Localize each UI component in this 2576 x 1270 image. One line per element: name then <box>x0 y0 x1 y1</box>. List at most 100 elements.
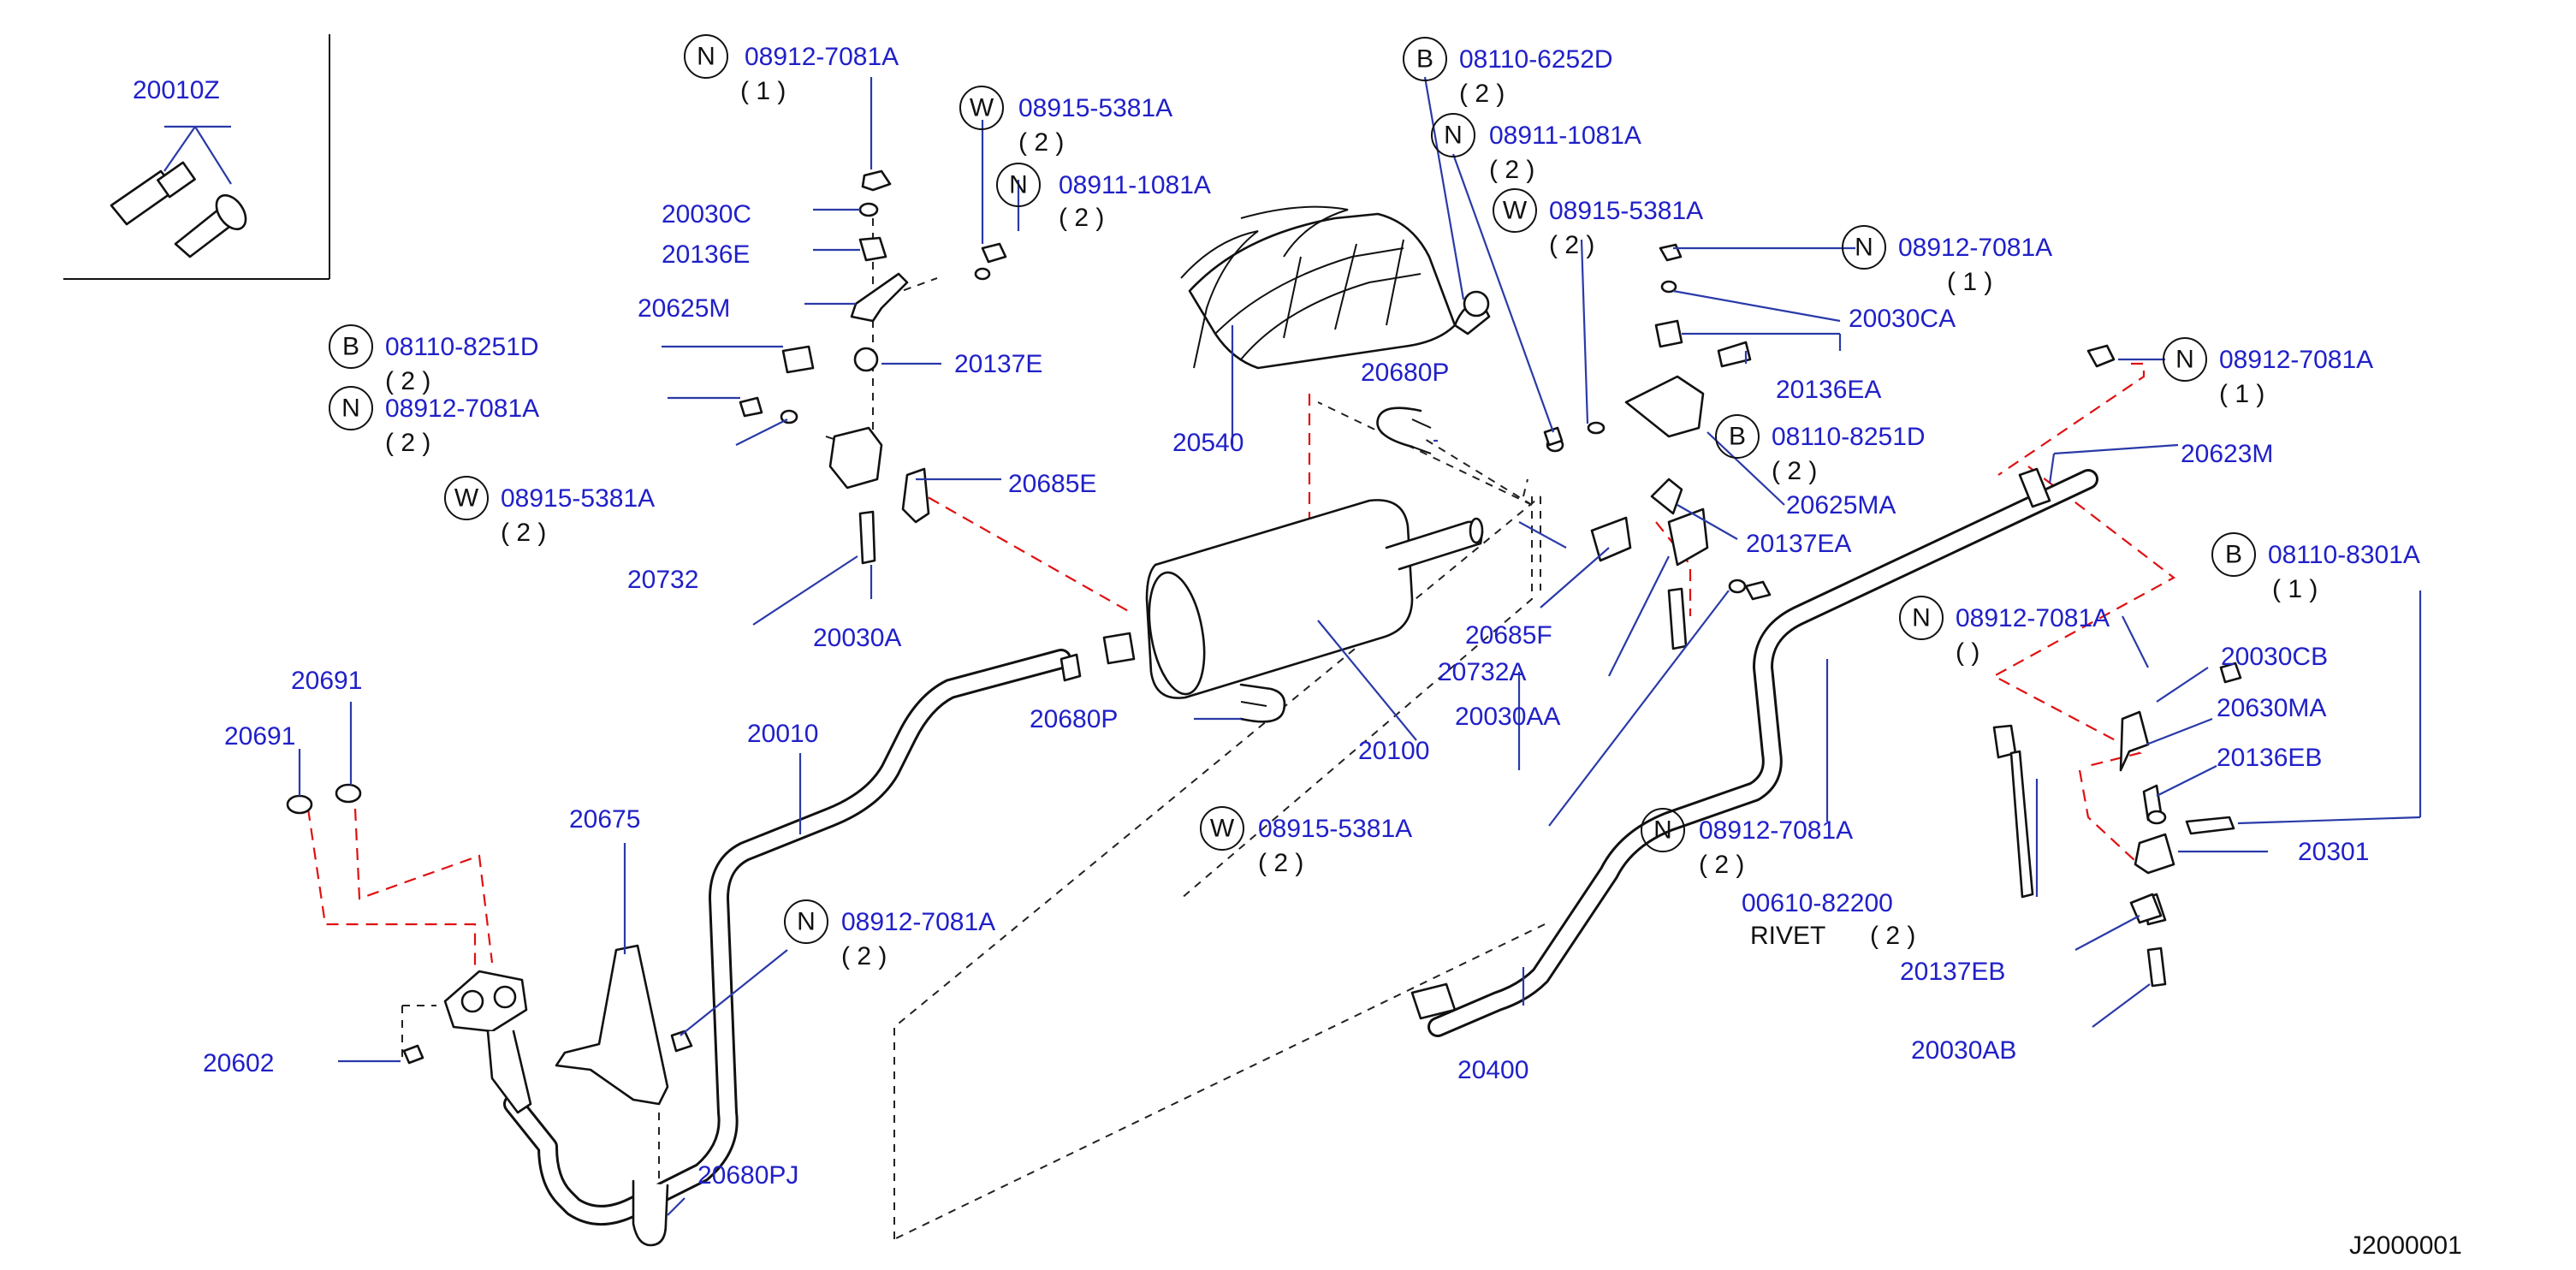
callout-c43-qty: ( 1 ) <box>2219 380 2264 408</box>
heat-shield-20540 <box>1180 205 1491 370</box>
callout-c01-part: 20010Z <box>133 76 220 104</box>
callout-c30-part: 08912-7081A <box>1898 234 2052 262</box>
callout-c44-part: 20623M <box>2181 440 2273 468</box>
callout-c12-part: 20685E <box>1008 470 1096 498</box>
leader-lines <box>298 76 2422 1216</box>
callout-c46-part: 08912-7081A <box>1956 604 2110 632</box>
u-bolt-20680p-upper <box>1376 407 1432 454</box>
callout-c03-symbol: W <box>970 94 994 122</box>
callout-c02-symbol: N <box>697 43 715 71</box>
callout-c25-symbol-circle <box>1493 188 1537 233</box>
callout-c03-symbol-circle <box>959 86 1004 130</box>
callout-c39-part: 08912-7081A <box>1699 816 1853 845</box>
bracket-20675 <box>555 944 669 1106</box>
callout-c10-part: 08912-7081A <box>385 395 539 423</box>
callout-c04-qty: ( 2 ) <box>1059 204 1104 232</box>
callout-c18-part: 20675 <box>569 805 640 834</box>
callout-c03-qty: ( 2 ) <box>1018 128 1064 157</box>
callout-c08-part: 08110-8251D <box>385 333 539 361</box>
callout-c19-symbol: N <box>797 908 816 936</box>
callout-c24-part: 08911-1081A <box>1489 122 1641 150</box>
callout-c21-part: 20680PJ <box>697 1161 798 1190</box>
hardware-rear-hanger <box>1992 344 2242 988</box>
callout-c04-part: 08911-1081A <box>1059 171 1211 199</box>
callout-c14-part: 20030A <box>813 624 901 652</box>
callout-c46-symbol-circle <box>1899 596 1944 640</box>
callout-c24-symbol: N <box>1444 122 1463 150</box>
callout-c30-qty: ( 1 ) <box>1947 268 1992 296</box>
callout-c41-part: RIVET <box>1750 922 1825 950</box>
callout-c30-symbol-circle <box>1842 225 1886 270</box>
callout-c20-part: 20602 <box>203 1049 274 1077</box>
callout-c28-part: 20100 <box>1358 737 1429 765</box>
callout-c36-part: 20685F <box>1465 621 1552 650</box>
callout-c41-qty: ( 2 ) <box>1870 922 1915 950</box>
callout-c09-part: 20137E <box>954 350 1042 378</box>
callout-labels: 20010Z N 08912-7081A ( 1 ) W 08915-5381A… <box>133 34 2420 1190</box>
callout-c50-part: 20301 <box>2298 838 2369 866</box>
callout-c46-qty: ( ) <box>1956 638 1979 667</box>
callout-c33-qty: ( 2 ) <box>1772 457 1817 485</box>
callout-c29-part: 08915-5381A <box>1258 815 1412 843</box>
callout-c10-symbol-circle <box>329 386 373 430</box>
callout-c19-qty: ( 2 ) <box>841 942 887 970</box>
callout-c43-symbol: N <box>2175 346 2194 374</box>
callout-c39-qty: ( 2 ) <box>1699 851 1744 879</box>
callout-c33-symbol: B <box>1729 423 1746 451</box>
callout-c03-part: 08915-5381A <box>1018 94 1172 122</box>
callout-c33-symbol-circle <box>1715 414 1760 459</box>
rear-tail-pipe <box>1427 469 2098 1037</box>
callout-c38-part: 20030AA <box>1455 703 1560 731</box>
front-flange <box>443 970 532 1114</box>
callout-c42-part: 20400 <box>1457 1056 1528 1084</box>
callout-c02-qty: ( 1 ) <box>740 77 786 105</box>
callout-c02-part: 08912-7081A <box>745 43 899 71</box>
callout-c07-part: 20625M <box>638 294 730 323</box>
callout-c45-part: 08110-8301A <box>2268 541 2420 569</box>
callout-c25-qty: ( 2 ) <box>1549 231 1594 259</box>
callout-c29-symbol-circle <box>1200 806 1244 851</box>
callout-c15-part: 20691 <box>291 667 362 695</box>
callout-c25-part: 08915-5381A <box>1549 197 1703 225</box>
hardware-left-hanger <box>739 169 1007 565</box>
callout-c32-part: 20136EA <box>1776 376 1881 404</box>
callout-c11-qty: ( 2 ) <box>501 519 546 547</box>
callout-c04-symbol: N <box>1009 171 1028 199</box>
callout-c51-part: 20137EB <box>1900 958 2005 986</box>
callout-c23-symbol-circle <box>1403 37 1447 81</box>
callout-c39-symbol: N <box>1653 816 1672 845</box>
callout-c49-part: 20136EB <box>2217 744 2322 772</box>
callout-c45-qty: ( 1 ) <box>2272 575 2318 603</box>
callout-c19-symbol-circle <box>784 899 828 944</box>
callout-c04-symbol-circle <box>996 163 1041 207</box>
callout-c08-symbol: B <box>342 333 359 361</box>
callout-c43-part: 08912-7081A <box>2219 346 2373 374</box>
callout-c19-part: 08912-7081A <box>841 908 995 936</box>
callout-c35-part: 20137EA <box>1746 530 1851 558</box>
callout-c40-part: 00610-82200 <box>1742 889 1893 917</box>
callout-c23-qty: ( 2 ) <box>1459 80 1505 108</box>
callout-c24-symbol-circle <box>1431 113 1475 157</box>
callout-c05-part: 20030C <box>662 200 751 228</box>
callout-c08-symbol-circle <box>329 324 373 369</box>
callout-c30-symbol: N <box>1855 234 1873 262</box>
callout-c29-qty: ( 2 ) <box>1258 849 1303 877</box>
callout-c17-part: 20010 <box>747 720 818 748</box>
front-exhaust-pipe <box>503 649 1071 1225</box>
callout-c31-part: 20030CA <box>1849 305 1956 333</box>
callout-c08-qty: ( 2 ) <box>385 367 430 395</box>
callout-c24-qty: ( 2 ) <box>1489 156 1534 184</box>
hardware-right-hanger <box>1543 243 1772 650</box>
callout-c29-symbol: W <box>1210 815 1235 843</box>
callout-c10-symbol: N <box>341 395 360 423</box>
callout-c11-symbol-circle <box>444 476 489 520</box>
callout-c43-symbol-circle <box>2163 337 2207 382</box>
callout-c26-part: 20680P <box>1361 359 1449 387</box>
callout-c22-part: 20540 <box>1172 429 1243 457</box>
callout-c46-symbol: N <box>1912 604 1931 632</box>
callout-c25-symbol: W <box>1503 197 1528 225</box>
inset-frame <box>63 34 330 280</box>
callout-c47-part: 20030CB <box>2221 643 2328 671</box>
u-bolt-20680pj <box>632 1179 669 1247</box>
